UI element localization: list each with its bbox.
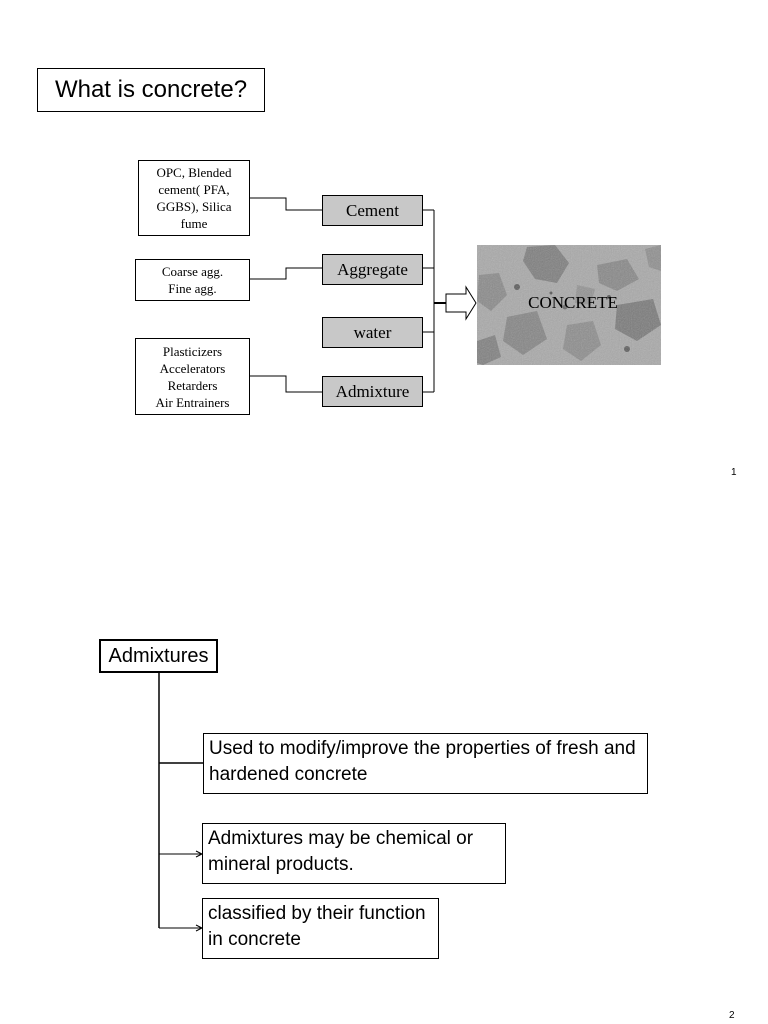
component-water: water — [322, 317, 423, 348]
component-aggregate: Aggregate — [322, 254, 423, 285]
component-label: Cement — [346, 200, 399, 220]
source-line: Plasticizers — [162, 343, 223, 359]
page-number-1: 1 — [731, 467, 737, 478]
source-line: fume — [180, 216, 208, 231]
source-line: Accelerators — [159, 360, 226, 376]
source-line: GGBS), Silica — [156, 199, 232, 214]
source-box-cement-types: OPC, Blended cement( PFA, GGBS), Silica … — [138, 160, 250, 236]
point-text: Used to modify/improve the properties of… — [209, 738, 636, 785]
component-label: water — [353, 322, 392, 342]
admixture-point-purpose: Used to modify/improve the properties of… — [203, 733, 648, 794]
source-box-admixture-types: Plasticizers Accelerators Retarders Air … — [135, 338, 250, 415]
source-line: cement( PFA, — [158, 182, 230, 197]
component-cement: Cement — [322, 195, 423, 226]
concrete-texture-image: CONCRETE — [477, 245, 661, 365]
slide2-title: Admixtures — [99, 639, 218, 673]
component-admixture: Admixture — [322, 376, 423, 407]
point-text: classified by their function in concrete — [208, 903, 426, 950]
source-line: OPC, Blended — [156, 165, 232, 180]
admixture-point-classification: classified by their function in concrete — [202, 898, 439, 959]
component-label: Aggregate — [337, 259, 408, 279]
arrow-right-icon — [445, 285, 477, 321]
source-line: Coarse agg. — [161, 264, 224, 279]
page-number-2: 2 — [729, 1010, 735, 1021]
slide2-title-text: Admixtures — [108, 644, 209, 667]
slide1-title: What is concrete? — [37, 68, 265, 112]
component-label: Admixture — [335, 381, 410, 401]
point-text: Admixtures may be chemical or mineral pr… — [208, 828, 474, 875]
source-line: Air Entrainers — [155, 394, 230, 410]
concrete-label: CONCRETE — [528, 293, 618, 312]
slide1-title-text: What is concrete? — [54, 76, 248, 103]
source-line: Retarders — [167, 377, 218, 393]
admixture-point-type: Admixtures may be chemical or mineral pr… — [202, 823, 506, 884]
source-box-aggregate-types: Coarse agg. Fine agg. — [135, 259, 250, 301]
source-line: Fine agg. — [168, 281, 217, 296]
